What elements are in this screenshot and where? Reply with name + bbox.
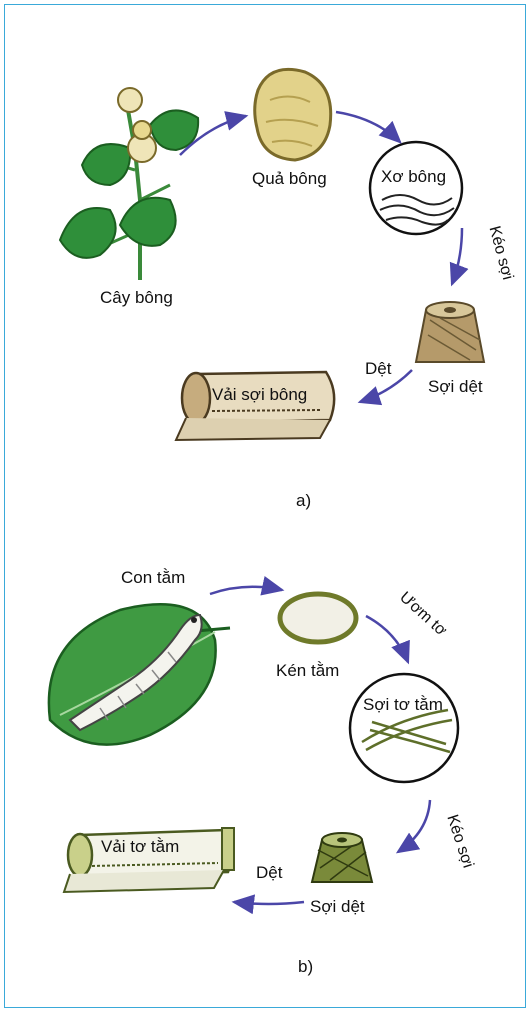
label-fiber: Xơ bông (381, 167, 446, 186)
silk-yarn-spool-illustration (312, 833, 372, 882)
cotton-boll-illustration (255, 69, 331, 160)
silk-fiber-illustration (350, 674, 458, 782)
label-fabric-a: Vải sợi bông (212, 385, 307, 404)
label-fabric-b: Vải tơ tằm (101, 837, 179, 856)
edge-label-weave-a: Dệt (365, 359, 392, 378)
label-yarn-b: Sợi dệt (310, 897, 365, 916)
arrow-fiber-to-yarn (452, 228, 462, 284)
label-silkworm: Con tằm (121, 568, 185, 587)
cotton-plant-illustration (60, 88, 198, 280)
arrow-cocoon-to-silk-fiber (366, 616, 408, 662)
label-yarn-a: Sợi dệt (428, 377, 483, 396)
edge-label-spin-a: Kéo sợi (485, 224, 516, 281)
caption-a: a) (296, 491, 311, 510)
cotton-fiber-illustration (370, 142, 462, 234)
edge-label-reel: Ươm tơ (396, 589, 450, 640)
edge-label-weave-b: Dệt (256, 863, 283, 882)
arrow-silkworm-to-cocoon (210, 587, 282, 594)
arrow-yarn-to-fabric-b (234, 902, 304, 904)
label-boll: Quả bông (252, 169, 327, 188)
edge-label-spin-b: Kéo sợi (443, 813, 476, 871)
arrow-silk-fiber-to-yarn (398, 800, 430, 852)
label-silk-fiber: Sợi tơ tằm (363, 695, 443, 714)
arrow-boll-to-fiber (336, 112, 400, 142)
cotton-fabric-roll-illustration (176, 372, 334, 440)
cotton-yarn-spool-illustration (416, 302, 484, 362)
cocoon-illustration (280, 594, 356, 642)
label-plant: Cây bông (100, 288, 173, 307)
caption-b: b) (298, 957, 313, 976)
label-cocoon: Kén tằm (276, 661, 339, 680)
